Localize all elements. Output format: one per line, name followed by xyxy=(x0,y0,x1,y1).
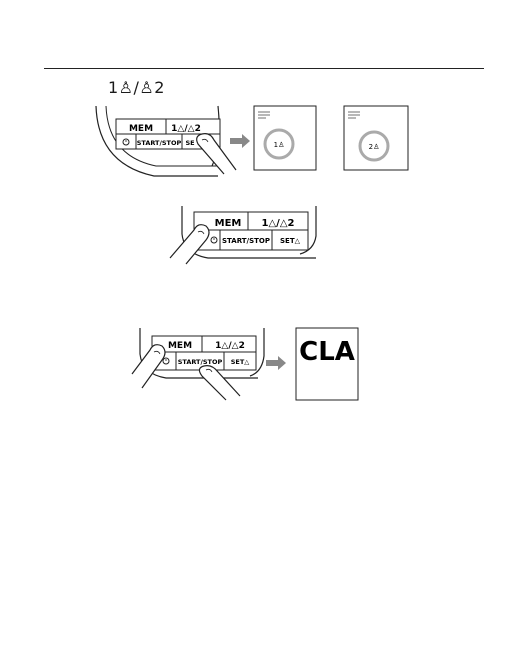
clock-icon xyxy=(162,357,170,365)
display-user2-label: 2♙ xyxy=(369,143,380,151)
clock-icon xyxy=(122,138,130,146)
display-clear xyxy=(295,327,359,401)
display-user1-label: 1♙ xyxy=(274,141,285,149)
start-stop-button[interactable]: START/STOP xyxy=(137,139,182,147)
right-arrow-icon xyxy=(230,134,250,148)
mem-button[interactable]: MEM xyxy=(129,124,153,134)
finger-press-icon xyxy=(131,344,166,389)
display-header-marks xyxy=(348,111,360,119)
right-arrow-icon xyxy=(266,356,286,370)
section-heading: 1♙/♙2 xyxy=(108,78,165,97)
set-button[interactable]: SET△ xyxy=(231,358,250,366)
display-header-marks xyxy=(258,111,270,119)
finger-press-icon xyxy=(196,133,237,175)
start-stop-button[interactable]: START/STOP xyxy=(178,358,223,366)
display-user1 xyxy=(253,105,317,171)
user-select-button[interactable]: 1△/△2 xyxy=(171,124,201,134)
figure-mem-press: MEM 1△/△2 START/STOP SET△ xyxy=(169,206,317,265)
section-rule xyxy=(44,68,484,69)
set-button[interactable]: SET△ xyxy=(280,237,301,245)
figure-clear-memory: MEM 1△/△2 START/STOP SET△ CLA xyxy=(131,327,359,401)
mem-button[interactable]: MEM xyxy=(215,218,242,229)
finger-press-icon xyxy=(198,365,241,401)
clock-icon xyxy=(210,236,218,244)
user-select-button[interactable]: 1△/△2 xyxy=(215,341,245,351)
start-stop-button[interactable]: START/STOP xyxy=(222,237,270,245)
display-clear-code: CLA xyxy=(299,337,355,367)
mem-button[interactable]: MEM xyxy=(168,341,192,351)
set-button[interactable]: SE xyxy=(185,139,194,147)
user-select-button[interactable]: 1△/△2 xyxy=(262,218,295,229)
finger-press-icon xyxy=(169,224,210,265)
figure-user-select: MEM 1△/△2 START/STOP SE 1♙ 2♙ xyxy=(95,105,409,177)
